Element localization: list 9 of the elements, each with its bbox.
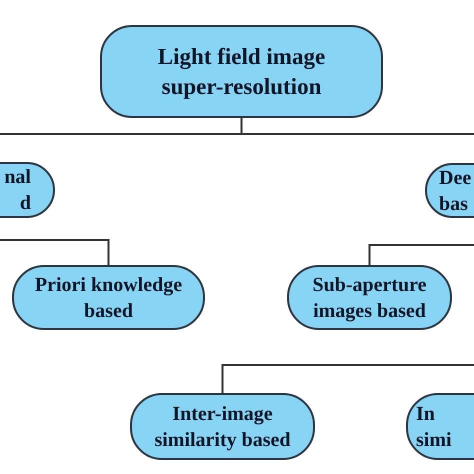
node-label: Dee bas <box>439 166 472 216</box>
node-label: Light field image super-resolution <box>156 42 326 101</box>
node-label: Inter-image similarity based <box>153 402 292 452</box>
node-label: nal d <box>3 165 31 216</box>
connector-line <box>222 364 474 393</box>
rounded-node <box>100 25 383 118</box>
node-label: Priori knowledge based <box>34 272 184 324</box>
node-label: In simi <box>416 402 453 452</box>
node-label: Sub-aperture images based <box>311 272 428 324</box>
